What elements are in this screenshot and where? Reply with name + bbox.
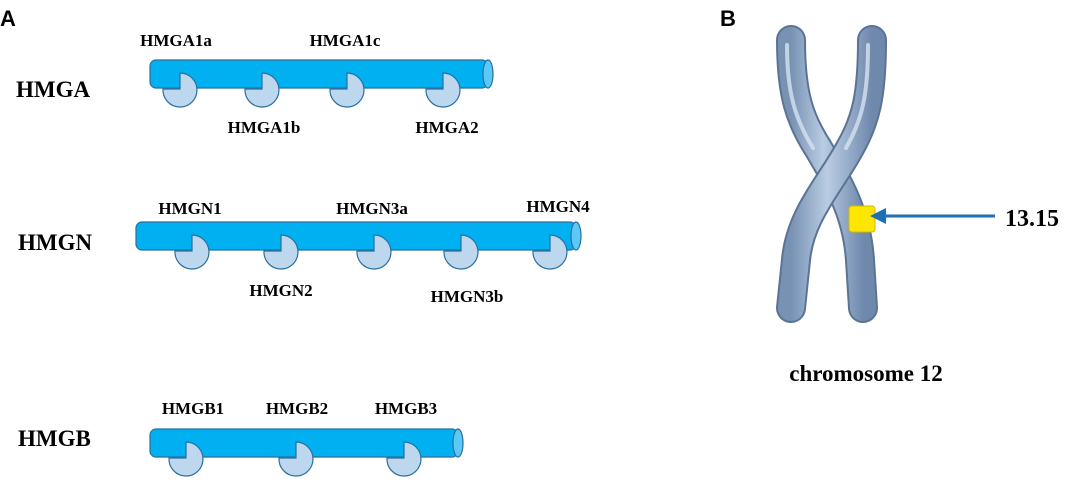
hmgn1-knob: [174, 234, 210, 270]
hmgn4-label: HMGN4: [526, 197, 590, 216]
hmga-bar: [149, 59, 494, 89]
hmga1a-label: HMGA1a: [140, 31, 212, 50]
hmgn-family-label: HMGN: [18, 230, 92, 255]
chromatid-right: [778, 27, 885, 321]
hmgn3b-label: HMGN3b: [431, 287, 504, 306]
hmgn4-knob: [532, 234, 568, 270]
panel-a-letter: A: [0, 6, 16, 31]
chromosome-label: chromosome 12: [789, 361, 943, 386]
hmgb2-label: HMGB2: [266, 399, 328, 418]
hmgb-bar: [149, 428, 464, 458]
hmga-bar-body: [149, 59, 489, 89]
hmgn3a-knob: [356, 234, 392, 270]
hmga-family-label: HMGA: [16, 77, 90, 102]
chromatid-highlight-right: [844, 43, 870, 150]
hmga2-knob: [425, 72, 461, 108]
hmga1a-knob: [162, 72, 198, 108]
hmgb3-knob: [386, 441, 422, 477]
panel-b-letter: B: [720, 6, 736, 31]
band-arrow-head: [870, 208, 886, 224]
hmgb-group: HMGB HMGB1 HMGB2 HMGB3: [18, 399, 464, 477]
hmgn3b-knob: [443, 234, 479, 270]
hmgn2-knob: [263, 234, 299, 270]
hmga1c-knob: [329, 72, 365, 108]
hmgb1-knob: [168, 441, 204, 477]
hmgb2-knob: [278, 441, 314, 477]
hmgb-bar-end: [452, 428, 464, 458]
hmgb3-label: HMGB3: [375, 399, 437, 418]
hmgn3a-label: HMGN3a: [336, 199, 408, 218]
chromosome-12: [776, 25, 887, 323]
band-label: 13.15: [1005, 206, 1059, 232]
hmga1b-label: HMGA1b: [228, 118, 301, 137]
hmga-group: HMGA HMGA1a HMGA1b HMGA1c HMGA2: [16, 31, 494, 137]
hmgb-family-label: HMGB: [18, 426, 91, 451]
hmgb1-label: HMGB1: [162, 399, 224, 418]
chromatid-highlight-left: [785, 43, 815, 150]
hmgn-bar-end: [570, 221, 582, 251]
hmgn1-label: HMGN1: [158, 199, 221, 218]
hmga1c-label: HMGA1c: [310, 31, 381, 50]
band-arrow: [870, 208, 995, 224]
hmgn2-label: HMGN2: [249, 281, 312, 300]
band-13-15-marker: [848, 205, 876, 233]
hmga1b-knob: [244, 72, 280, 108]
hmgn-group: HMGN HMGN1 HMGN2 HMGN3a HMGN3b HMGN4: [18, 197, 590, 306]
hmga2-label: HMGA2: [415, 118, 478, 137]
hmga-bar-end: [482, 59, 494, 89]
